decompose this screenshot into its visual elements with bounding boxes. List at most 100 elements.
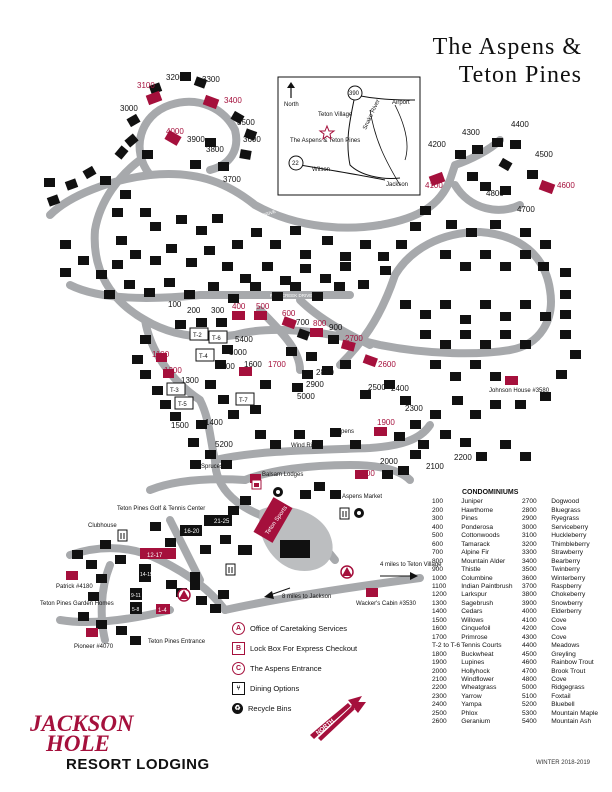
condo-building	[410, 222, 421, 231]
condo-name: Cove	[551, 616, 567, 624]
condo-building	[250, 282, 261, 291]
condo-building	[480, 182, 491, 191]
condo-building	[340, 252, 351, 261]
condo-building	[228, 506, 239, 515]
unit-800-block[interactable]	[310, 328, 323, 337]
legend-item-dining: ⑂ Dining Options	[232, 678, 357, 698]
unit-600-block[interactable]	[281, 316, 297, 330]
unit-1800-block[interactable]	[355, 470, 368, 479]
condo-building	[212, 214, 223, 223]
building-cluster	[44, 72, 581, 645]
condo-building	[460, 438, 471, 447]
condo-number: 5300	[521, 709, 537, 717]
inset-north-label: North	[284, 102, 299, 108]
condo-building	[150, 522, 161, 531]
balsam-block[interactable]	[250, 474, 261, 483]
garden-1-4: 1-4	[158, 608, 167, 614]
unit-4100-block[interactable]	[428, 171, 446, 187]
condo-building	[280, 276, 291, 285]
unit-3400-block[interactable]	[202, 94, 220, 110]
condo-building	[300, 264, 311, 273]
condo-building	[243, 128, 258, 141]
label-1400: 1400	[205, 418, 223, 427]
condo-building	[410, 420, 421, 429]
place-patrick: Patrick #4180	[56, 584, 93, 590]
label-4800: 4800	[486, 189, 504, 198]
condo-building	[44, 178, 55, 187]
label-5100: 5100	[217, 362, 235, 371]
unit-1200-block[interactable]	[163, 369, 174, 378]
condo-building	[480, 340, 491, 349]
condo-building	[116, 236, 127, 245]
condo-building	[420, 310, 431, 319]
unit-4000-block[interactable]	[164, 130, 182, 146]
unit-4600-block[interactable]	[538, 179, 556, 195]
condo-number: 4300	[521, 633, 537, 641]
condo-name: Winterberry	[551, 574, 586, 582]
condo-building	[114, 145, 129, 160]
condo-name: Alpine Fir	[461, 549, 490, 557]
condo-building	[205, 380, 216, 389]
condo-building	[196, 420, 207, 429]
condo-building	[112, 260, 123, 269]
condo-building	[196, 318, 207, 327]
condo-name: Twinberry	[551, 566, 580, 574]
condo-building	[400, 396, 411, 405]
condo-building	[520, 300, 531, 309]
condo-number: 5100	[521, 692, 537, 700]
condo-building	[196, 226, 207, 235]
label-4500: 4500	[535, 150, 553, 159]
condo-building	[96, 620, 107, 629]
pioneer-block[interactable]	[86, 628, 98, 637]
label-2400: 2400	[391, 384, 409, 393]
unit-2600-block[interactable]	[362, 354, 378, 368]
condo-building	[500, 186, 511, 195]
condo-building	[467, 172, 478, 181]
garden-1-4-block[interactable]	[156, 604, 170, 614]
map-legend: A Office of Caretaking Services B Lock B…	[232, 618, 357, 718]
condo-building	[255, 430, 266, 439]
inset-teton-village: Teton Village	[318, 112, 353, 118]
condo-building	[400, 300, 411, 309]
patrick-block[interactable]	[66, 571, 78, 580]
label-900: 900	[329, 323, 343, 332]
unit-1100-block[interactable]	[156, 353, 167, 362]
condo-name: Mountain Alder	[461, 557, 506, 565]
unit-labels: 3100 3200 3300 3400 3000 3500 4000 3900 …	[120, 73, 575, 478]
hwy-22-shield-icon	[288, 155, 304, 171]
condo-name: Mountain Maple	[551, 709, 599, 717]
condo-building	[420, 330, 431, 339]
condo-building	[330, 428, 341, 437]
condo-building	[378, 252, 389, 261]
marker-b-icon	[251, 479, 262, 490]
condo-number: 4200	[521, 625, 537, 633]
label-4700: 4700	[517, 205, 535, 214]
unit-400-block[interactable]	[232, 311, 245, 320]
unit-2700-block[interactable]	[340, 339, 356, 352]
condo-building	[115, 555, 126, 564]
unit-3100-block[interactable]	[145, 90, 163, 106]
condo-building	[492, 138, 503, 147]
condo-building	[540, 240, 551, 249]
garden-12-17-block[interactable]	[140, 548, 176, 559]
condo-building	[60, 240, 71, 249]
condo-building	[500, 312, 511, 321]
condo-name: Cottonwoods	[461, 532, 500, 540]
condo-building	[222, 262, 233, 271]
wacker-block[interactable]	[366, 588, 378, 597]
label-500: 500	[256, 302, 270, 311]
map-title-line2: Teton Pines	[458, 62, 582, 88]
teton-sports-club-block[interactable]	[253, 497, 293, 543]
unit-1700-block[interactable]	[239, 367, 252, 376]
condo-building	[216, 318, 227, 327]
unit-1900-block[interactable]	[374, 427, 387, 436]
label-4100: 4100	[425, 181, 443, 190]
locator-inset-map: North 390 22 Teton Village Airport The A…	[277, 76, 421, 196]
unit-johnson-block[interactable]	[505, 376, 518, 385]
court-t3: T-3	[170, 388, 179, 394]
condo-building	[240, 496, 251, 505]
condo-building	[320, 274, 331, 283]
unit-500-block[interactable]	[254, 311, 267, 320]
condo-building	[500, 330, 511, 339]
